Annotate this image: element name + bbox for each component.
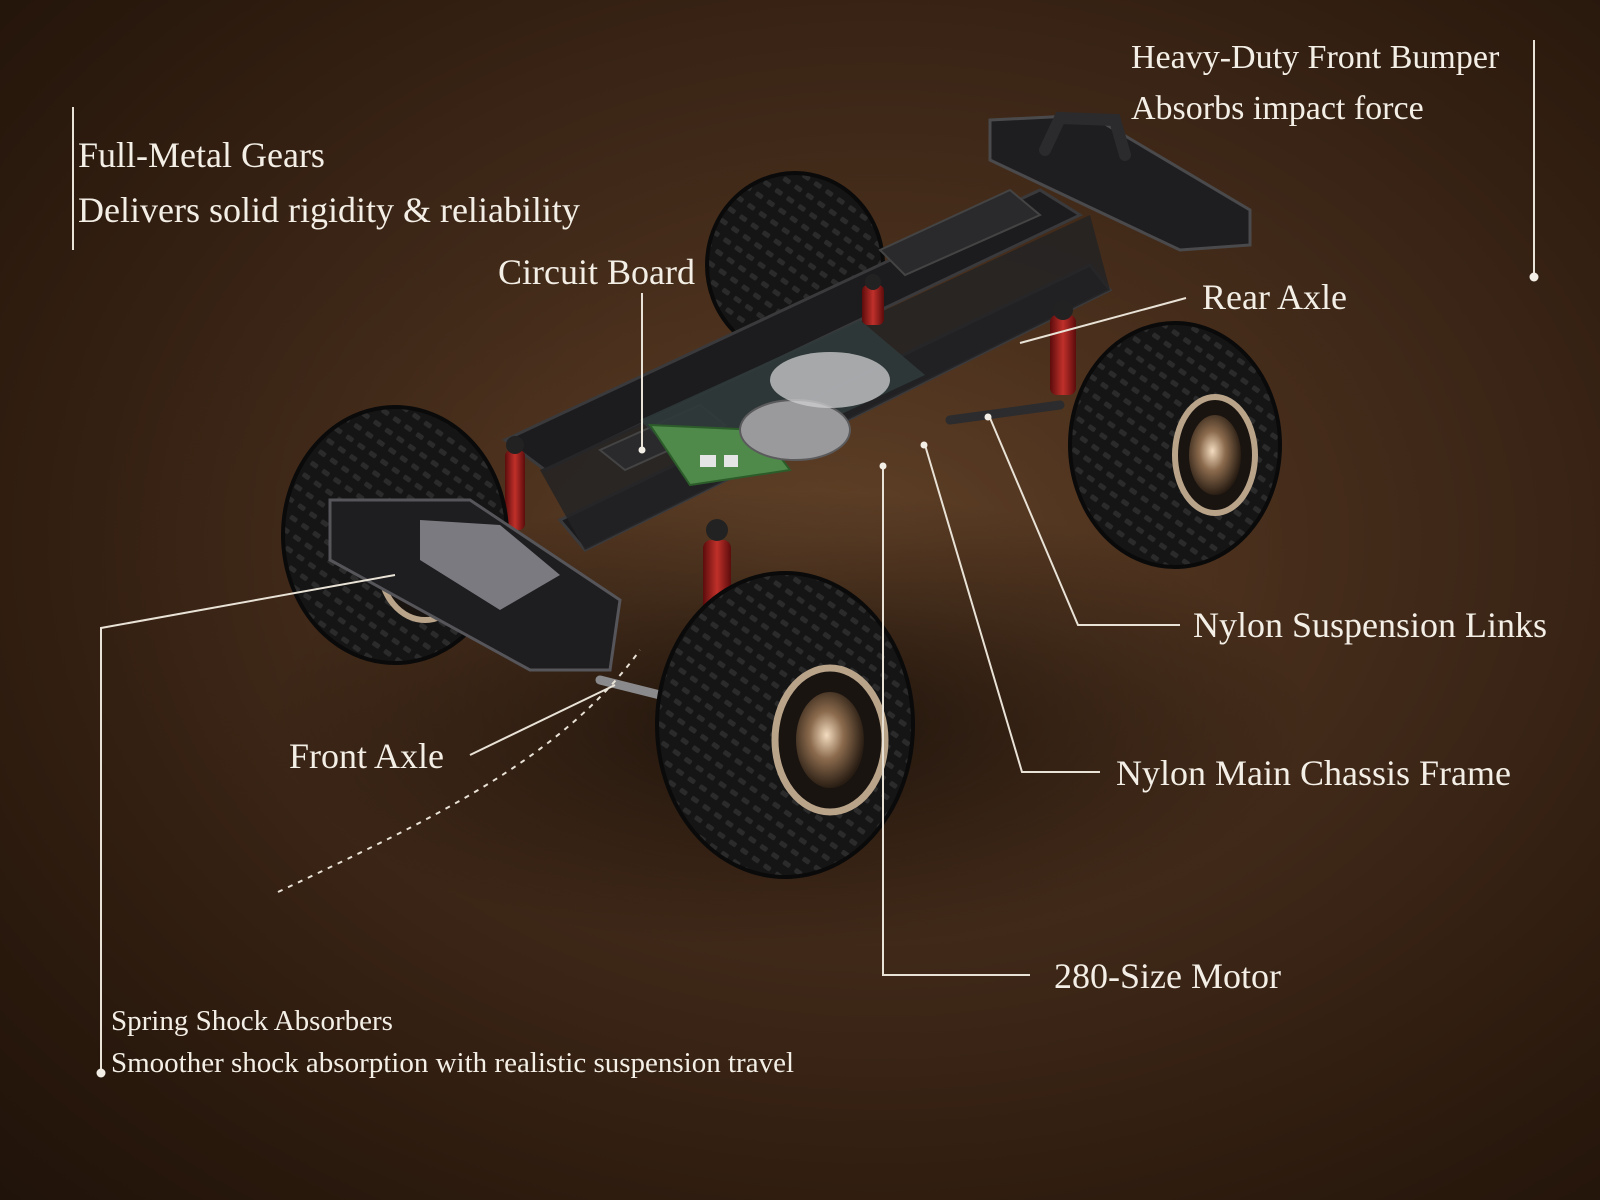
callout-rear-axle: Rear Axle: [1202, 277, 1347, 317]
bumper-front: [328, 498, 622, 672]
front-bumper-subtitle: Absorbs impact force: [1131, 89, 1424, 127]
callout-motor: 280-Size Motor: [1054, 956, 1281, 996]
leader-front-axle: [469, 684, 616, 756]
shock-front-left: [505, 436, 525, 530]
leader-suspension-links: [989, 417, 1180, 626]
shock-rear-right: [1050, 300, 1076, 395]
callout-suspension-links: Nylon Suspension Links: [1193, 605, 1548, 645]
dot-suspension-links: [984, 413, 992, 421]
dot-chassis-frame: [920, 441, 928, 449]
callout-front-bumper: Heavy-Duty Front Bumper Absorbs impact f…: [1131, 37, 1499, 130]
callout-circuit-board: Circuit Board: [498, 252, 695, 292]
leader-dashed: [277, 649, 641, 893]
bumper-rear: [988, 111, 1252, 252]
callout-front-axle: Front Axle: [289, 736, 445, 776]
shock-absorbers-subtitle: Smoother shock absorption with realistic…: [111, 1047, 795, 1080]
full-metal-gears-subtitle: Delivers solid rigidity & reliability: [78, 190, 580, 230]
callout-chassis-frame: Nylon Main Chassis Frame: [1116, 753, 1511, 793]
callout-full-metal-gears: Full-Metal Gears Delivers solid rigidity…: [78, 133, 580, 233]
leader-chassis-frame: [924, 444, 1100, 773]
dot-circuit-board: [638, 446, 646, 454]
dot-front-bumper: [1529, 272, 1539, 282]
callout-shock-absorbers: Spring Shock Absorbers Smoother shock ab…: [111, 1003, 794, 1082]
dot-motor: [879, 462, 887, 470]
wheel-rear-right: [1068, 321, 1282, 569]
dot-shock-absorbers: [96, 1068, 106, 1078]
shock-rear-left: [862, 274, 884, 325]
leader-lines: [72, 40, 1535, 1072]
leader-shock-absorbers: [100, 574, 396, 1072]
leader-rear-axle: [1019, 297, 1187, 344]
wheel-front-right: [655, 571, 915, 879]
front-bumper-title: Heavy-Duty Front Bumper: [1131, 39, 1500, 76]
electronics-bay: [640, 320, 925, 487]
leader-motor: [882, 465, 1030, 976]
shock-absorbers-title: Spring Shock Absorbers: [111, 1005, 393, 1037]
full-metal-gears-title: Full-Metal Gears: [78, 135, 325, 175]
